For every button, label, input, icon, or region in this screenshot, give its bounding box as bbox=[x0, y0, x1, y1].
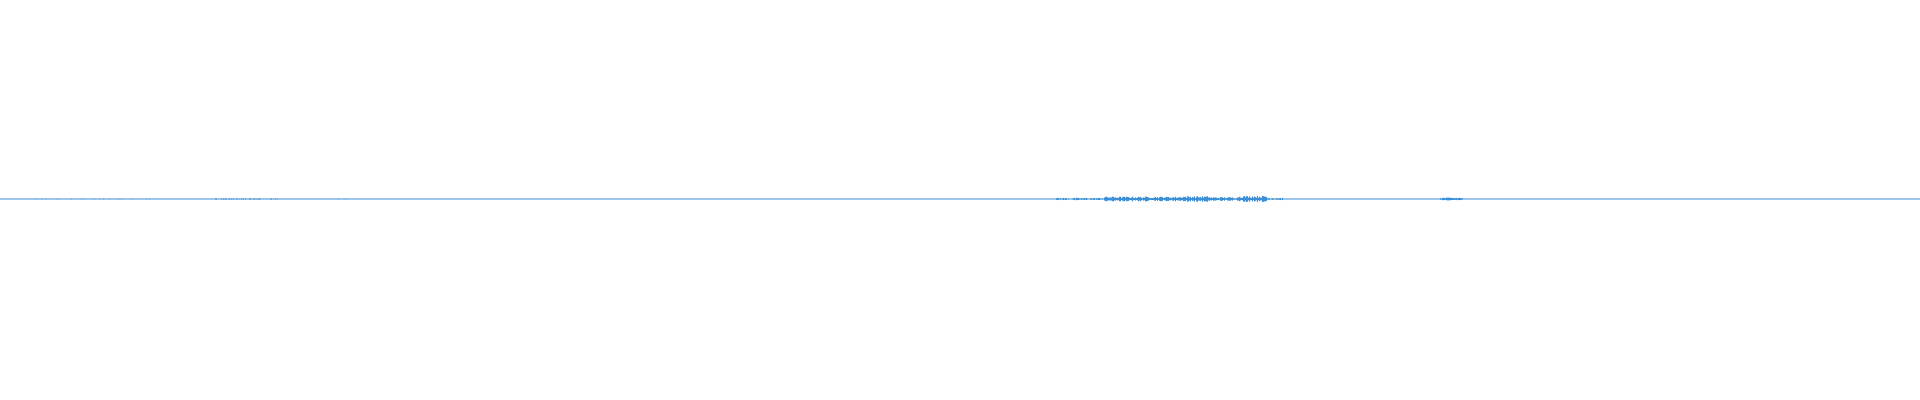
audio-waveform[interactable] bbox=[0, 0, 1920, 400]
waveform-viewer[interactable] bbox=[0, 0, 1920, 400]
waveform-background bbox=[0, 0, 1920, 400]
